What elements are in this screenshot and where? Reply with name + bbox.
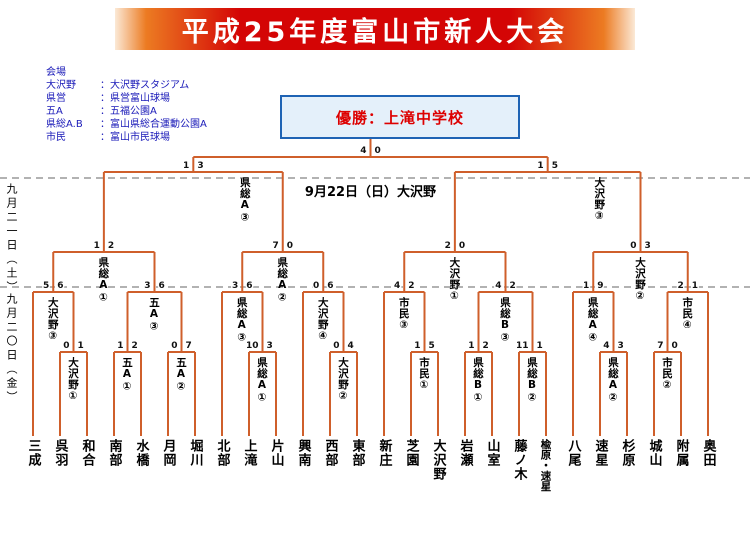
date-band-friday: 九月二〇日（金）: [5, 293, 18, 405]
legend-item: 県総A.B ：富山県総合運動公園A: [46, 118, 207, 131]
legend-abbr: 五A: [46, 106, 63, 117]
final-match-label: 9月22日（日）大沢野: [304, 185, 437, 200]
match-score: 2: [677, 281, 683, 291]
match-score: 4: [603, 341, 609, 351]
legend-colon: ：: [100, 80, 110, 91]
match-score: 1: [414, 341, 420, 351]
match-score: 5: [552, 161, 558, 171]
legend-abbr: 県営: [46, 93, 66, 104]
legend-item: 大沢野 ：大沢野スタジアム: [46, 79, 207, 92]
legend-item: 県営 ：県営富山球場: [46, 92, 207, 105]
match-score: 6: [159, 281, 165, 291]
match-score: 3: [267, 341, 273, 351]
match-score: 11: [516, 341, 529, 351]
legend-colon: ：: [100, 93, 110, 104]
date-band-saturday: 九月二一日（土）: [5, 183, 18, 295]
match-score: 0: [287, 241, 293, 251]
match-score: 4: [394, 281, 400, 291]
match-score: 3: [618, 341, 624, 351]
match-score: 2: [132, 341, 138, 351]
match-score: 0: [672, 341, 678, 351]
match-score: 0: [459, 241, 465, 251]
match-score: 4: [348, 341, 354, 351]
legend-abbr: 市民: [46, 132, 66, 143]
match-score: 2: [408, 281, 414, 291]
match-score: 0: [630, 241, 636, 251]
match-score: 2: [510, 281, 516, 291]
match-score: 6: [246, 281, 252, 291]
legend-item: 市民 ：富山市民球場: [46, 131, 207, 144]
match-score: 9: [597, 281, 603, 291]
legend-colon: ：: [100, 132, 110, 143]
match-score: 1: [78, 341, 84, 351]
match-score: 0: [63, 341, 69, 351]
legend-venue-name: 県営富山球場: [110, 93, 170, 104]
match-score: 7: [186, 341, 192, 351]
match-score: 1: [183, 161, 189, 171]
match-score: 1: [692, 281, 698, 291]
match-score: 1: [117, 341, 123, 351]
legend-colon: ：: [100, 119, 110, 130]
match-score: 0: [333, 341, 339, 351]
legend-colon: ：: [100, 106, 110, 117]
match-score: 2: [483, 341, 489, 351]
legend-venue-name: 富山県総合運動公園A: [110, 119, 207, 130]
match-score: 6: [57, 281, 63, 291]
match-score: 4: [360, 146, 366, 156]
champion-text: 優勝：上滝中学校: [335, 108, 464, 127]
legend-header: 会場: [46, 67, 66, 78]
legend-abbr: 県総A.B: [46, 119, 83, 130]
legend-item: 五A ：五福公園A: [46, 105, 207, 118]
match-score: 5: [43, 281, 49, 291]
match-score: 5: [429, 341, 435, 351]
legend-venue-name: 富山市民球場: [110, 132, 170, 143]
match-score: 0: [375, 146, 381, 156]
match-score: 2: [108, 241, 114, 251]
match-score: 0: [313, 281, 319, 291]
match-score: 6: [327, 281, 333, 291]
match-score: 7: [272, 241, 278, 251]
match-score: 4: [495, 281, 501, 291]
legend-venue-name: 五福公園A: [110, 106, 157, 117]
champion-box: 優勝：上滝中学校: [280, 95, 520, 139]
match-score: 3: [144, 281, 150, 291]
legend-venue-name: 大沢野スタジアム: [110, 80, 190, 91]
match-score: 1: [583, 281, 589, 291]
match-score: 3: [645, 241, 651, 251]
match-score: 1: [537, 341, 543, 351]
page-title: 平成25年度富山市新人大会: [181, 16, 569, 48]
match-score: 1: [468, 341, 474, 351]
match-score: 1: [94, 241, 100, 251]
match-score: 7: [657, 341, 663, 351]
match-score: 3: [232, 281, 238, 291]
match-score: 2: [445, 241, 451, 251]
match-score: 0: [171, 341, 177, 351]
venue-legend: 会場 大沢野：大沢野スタジアム 県営：県営富山球場 五A：五福公園A 県総A.B…: [46, 66, 207, 144]
match-score: 3: [197, 161, 203, 171]
match-score: 1: [537, 161, 543, 171]
legend-abbr: 大沢野: [46, 80, 76, 91]
title-banner: 平成25年度富山市新人大会: [115, 8, 635, 50]
match-score: 10: [246, 341, 259, 351]
